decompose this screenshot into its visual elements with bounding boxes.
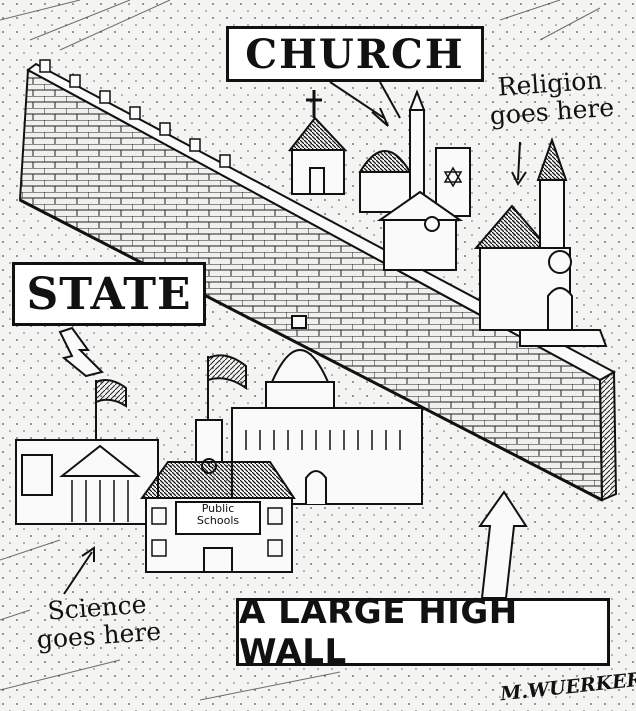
flag-icon	[95, 379, 127, 440]
cross-icon	[306, 90, 322, 118]
state-buildings	[15, 315, 423, 573]
flag-icon	[207, 354, 247, 420]
church-label: CHURCH	[226, 26, 484, 82]
great-wall	[18, 59, 618, 502]
religion-note: Religion goes here	[474, 65, 628, 131]
arrow-icon	[478, 490, 528, 599]
school-sign-line2: Schools	[196, 514, 240, 527]
arrow-icon	[329, 81, 401, 127]
state-label: STATE	[12, 262, 206, 326]
public-schools-sign: Public Schools	[176, 503, 260, 527]
arrow-icon	[63, 546, 95, 595]
star-of-david-icon	[443, 166, 463, 188]
school-sign-line1: Public	[201, 502, 235, 515]
wall-label: A LARGE HIGH WALL	[236, 592, 610, 672]
sky-sketch-lines	[0, 0, 601, 701]
church-buildings	[287, 89, 608, 347]
science-note: Science goes here	[12, 588, 183, 656]
arrow-icon	[58, 326, 104, 378]
arrow-icon	[511, 141, 527, 186]
